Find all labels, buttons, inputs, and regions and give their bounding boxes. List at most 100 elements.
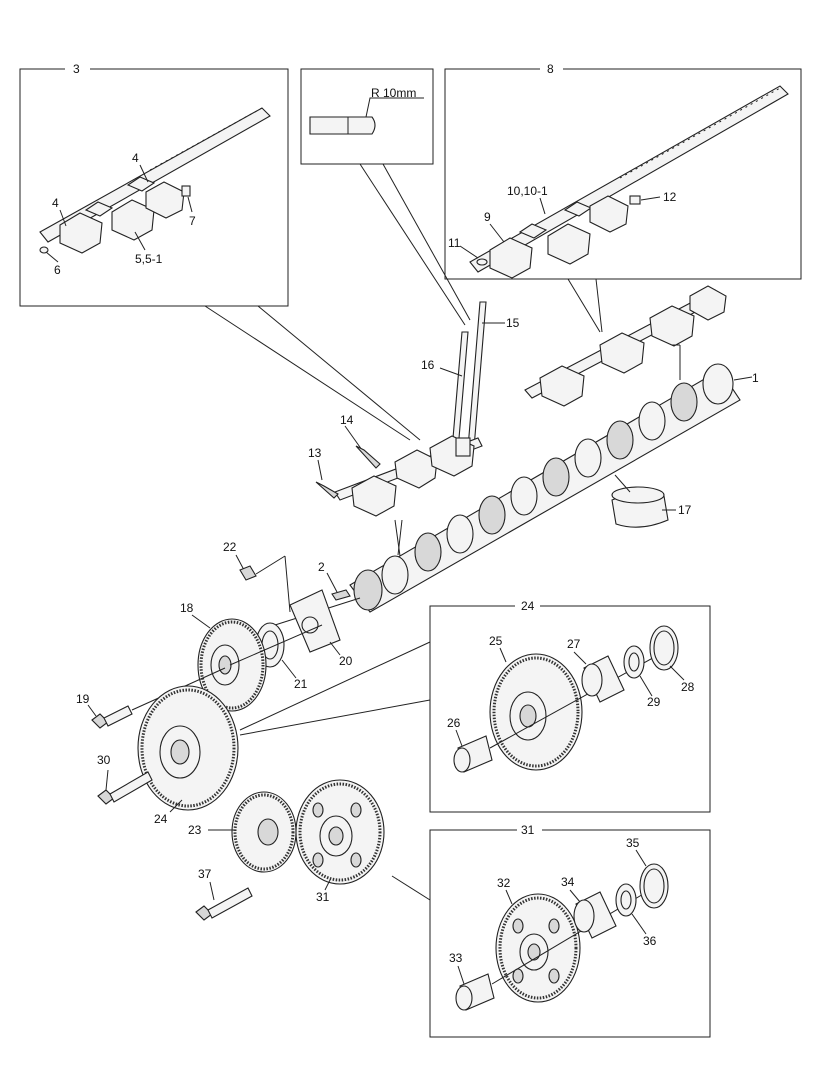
callout-24a: 24 [154,812,168,826]
leader-24 [169,799,183,813]
leader-11 [459,245,479,259]
rocker-assembly-right [524,285,727,407]
leader-27 [573,651,587,665]
idler-gear-detail [489,653,583,771]
inset-box-24: 24 26 27 29 28 [239,599,711,813]
callout-36: 36 [643,934,657,948]
callout-25: 25 [489,634,503,648]
rocker-shaft-right [469,85,789,273]
callout-28: 28 [681,680,695,694]
leader-2 [326,572,338,593]
leader-35 [635,849,647,867]
radius-dimension: R 10mm [371,86,416,100]
callout-29: 29 [647,695,661,709]
leader-29 [639,675,653,697]
inset-box-radius: R 10mm [300,68,434,165]
rocker-assembly-left [334,435,483,517]
leader-25 [499,647,507,663]
callout-35: 35 [626,836,640,850]
rocker-arms-right [476,195,641,279]
leader-28 [669,665,685,681]
leader-12 [640,196,661,201]
leader-9 [489,223,505,243]
callout-31b: 31 [521,823,535,837]
callout-4a: 4 [132,151,139,165]
leader-26 [455,729,463,747]
leader-31 [324,879,331,891]
leader-21 [281,659,297,679]
inset-box-8: 8 10,10-1 9 11 12 [444,62,802,280]
leader-13 [317,459,323,481]
callout-21: 21 [294,677,308,691]
leader-5 [134,231,146,251]
leader-30 [105,769,109,791]
leader-20 [329,641,341,656]
inset-box-31: 31 33 34 36 [391,823,711,1038]
shaft-33 [455,973,495,1011]
radius-leader [365,97,424,118]
leader-14 [344,425,363,451]
thrust-plate-20 [289,589,341,653]
leader-10 [539,197,546,215]
callout-30: 30 [97,753,111,767]
callout-15: 15 [506,316,520,330]
callout-9: 9 [484,210,491,224]
leader-33 [457,965,465,985]
idler-shaft-26 [453,735,493,773]
leader-7 [187,196,193,213]
bearing-34 [573,891,617,939]
callout-4b: 4 [52,196,59,210]
callout-14: 14 [340,413,354,427]
callout-23: 23 [188,823,202,837]
callout-19: 19 [76,692,90,706]
callout-7: 7 [189,214,196,228]
leader-34 [569,889,581,903]
rocker-arms-left [39,176,191,254]
inset-connectors [204,163,603,441]
callout-1: 1 [752,371,759,385]
callout-16: 16 [421,358,435,372]
leader-16 [439,367,463,377]
callout-8: 8 [547,62,554,76]
callout-20: 20 [339,654,353,668]
callout-12: 12 [663,190,677,204]
key-2 [331,589,351,601]
bolt-37 [195,887,253,921]
snap-ring-28 [649,625,679,671]
callout-31a: 31 [316,890,330,904]
leader-37 [209,881,215,901]
bolt-22 [239,565,257,581]
leader-32 [505,889,513,905]
leader-22 [235,554,245,571]
callout-34: 34 [561,875,575,889]
leader-6 [45,251,59,263]
callout-37: 37 [198,867,212,881]
callout-10: 10,10-1 [507,184,548,198]
callout-24b: 24 [521,599,535,613]
callout-2: 2 [318,560,325,574]
camshaft [274,363,741,626]
callout-6: 6 [54,263,61,277]
bearing-27 [581,655,625,703]
leader-4a [139,164,149,183]
leader-19 [87,704,97,717]
gear-23 [231,791,297,873]
bolt-30 [97,771,153,805]
callout-5: 5,5-1 [135,252,163,266]
callout-11: 11 [448,236,461,250]
callout-22: 22 [223,540,237,554]
leader-1 [733,376,753,381]
callout-27: 27 [567,637,581,651]
leader-4b [59,209,67,227]
callout-32: 32 [497,876,511,890]
washer-29 [623,645,645,679]
gear-31-detail [495,893,581,1003]
gear-31 [295,779,385,885]
bolt-19 [91,705,133,729]
pushrod-end-detail [309,116,376,135]
callout-18: 18 [180,601,194,615]
callout-3: 3 [73,62,80,76]
callout-33: 33 [449,951,463,965]
callout-13: 13 [308,446,322,460]
